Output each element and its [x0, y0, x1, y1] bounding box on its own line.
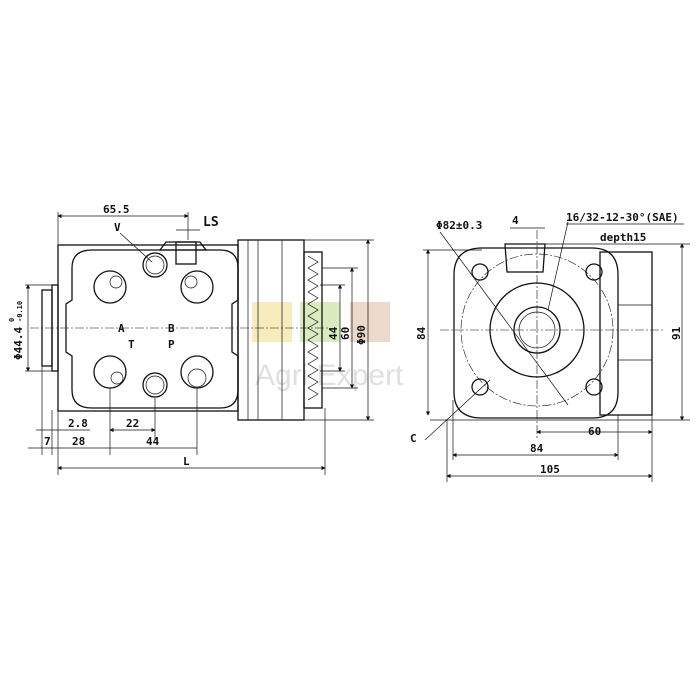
port-t-label: T	[128, 338, 135, 351]
dim-60: 60	[588, 425, 601, 438]
dim-4: 4	[512, 214, 519, 227]
dim-60-vertical: 60	[339, 327, 352, 340]
side-view: A B T P V LS	[30, 215, 330, 421]
dim-phi82: Φ82±0.3	[436, 219, 482, 232]
dim-phi90: Φ90	[355, 325, 368, 345]
port-b-label: B	[168, 322, 175, 335]
side-view-dimensions: 65.5 Φ44.4 0 -0.10 2.8 22 7 28 44 L 44 6…	[8, 203, 374, 475]
svg-text:Agri Expert: Agri Expert	[255, 359, 404, 392]
thread-c-label: C	[410, 432, 417, 445]
port-p-label: P	[168, 338, 175, 351]
dim-65-5: 65.5	[103, 203, 130, 216]
svg-text:0: 0	[8, 318, 16, 322]
spline-spec: 16/32-12-30°(SAE)	[566, 211, 679, 224]
port-v-label: V	[114, 221, 121, 234]
dim-length: L	[183, 455, 190, 468]
svg-text:-0.10: -0.10	[16, 301, 24, 322]
end-view-dimensions: Φ82±0.3 4 16/32-12-30°(SAE) depth15 91 8…	[410, 211, 690, 482]
dim-7: 7	[44, 435, 51, 448]
watermark: Agri Expert	[252, 302, 404, 392]
dim-phi44-4: Φ44.4	[12, 327, 25, 360]
dim-84-vertical: 84	[415, 326, 428, 340]
port-ls-label: LS	[203, 215, 219, 230]
port-a-label: A	[118, 322, 125, 335]
dim-91: 91	[670, 326, 683, 340]
dim-28: 28	[72, 435, 85, 448]
dim-44-vertical: 44	[327, 326, 340, 340]
dim-105: 105	[540, 463, 560, 476]
depth-label: depth15	[600, 231, 646, 244]
dim-84: 84	[530, 442, 544, 455]
dim-2-8: 2.8	[68, 417, 88, 430]
dim-44-bottom: 44	[146, 435, 160, 448]
dim-22: 22	[126, 417, 139, 430]
end-view	[424, 221, 665, 441]
